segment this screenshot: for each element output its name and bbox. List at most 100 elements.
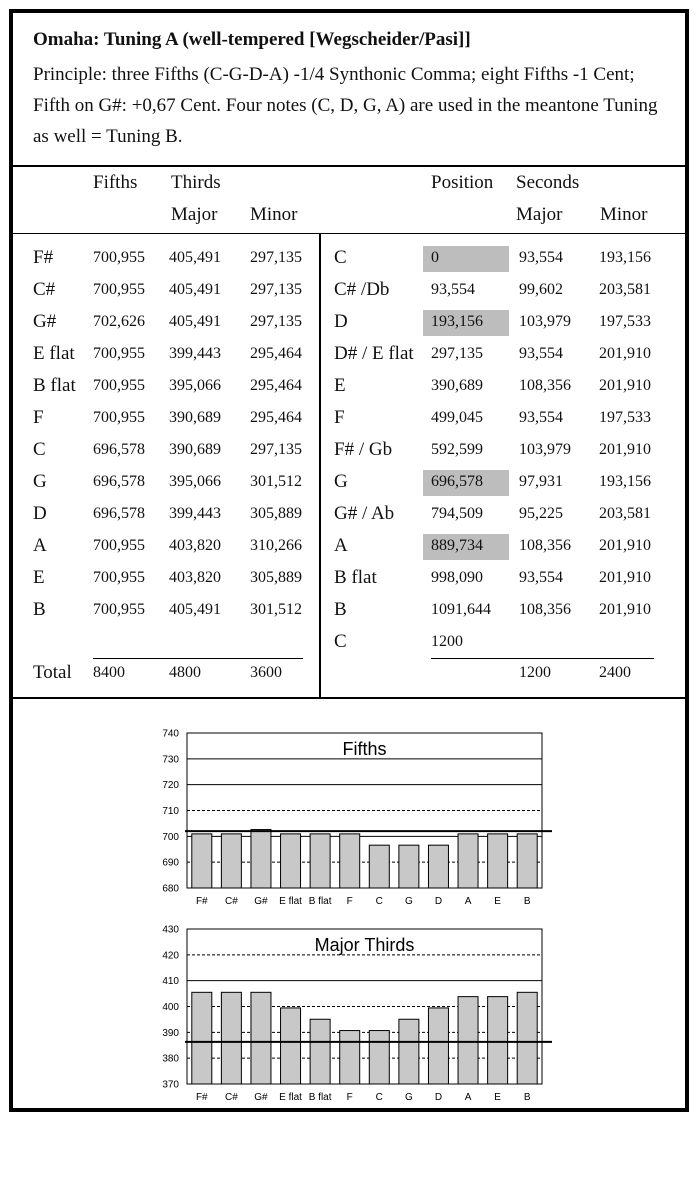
right-row-major-second: 97,931: [519, 473, 563, 490]
document-description: Principle: three Fifths (C-G-D-A) -1/4 S…: [33, 64, 658, 147]
x-tick-label: C: [376, 896, 383, 907]
header-section: Omaha: Tuning A (well-tempered [Wegschei…: [13, 13, 685, 167]
x-tick-label: C: [376, 1092, 383, 1103]
x-tick-label: G#: [254, 1092, 268, 1103]
chart-title: Major Thirds: [315, 935, 415, 955]
left-row-note: B flat: [33, 375, 76, 396]
y-tick-label: 390: [162, 1028, 179, 1039]
left-row-note: G: [33, 471, 47, 492]
left-row-fifth: 700,955: [93, 409, 145, 426]
col-header-major-thirds: Major: [171, 204, 218, 225]
left-row-major-third: 399,443: [169, 505, 221, 522]
y-tick-label: 710: [162, 806, 179, 817]
x-tick-label: B: [524, 896, 531, 907]
left-row-fifth: 700,955: [93, 249, 145, 266]
left-row-fifth: 700,955: [93, 537, 145, 554]
right-row-note: B: [334, 599, 347, 620]
right-row-position: 696,578: [431, 473, 483, 490]
bar: [398, 1018, 420, 1085]
chart-title: Fifths: [342, 739, 386, 759]
right-row-major-second: 93,554: [519, 409, 563, 426]
left-row-major-third: 405,491: [169, 249, 221, 266]
x-tick-label: G#: [254, 896, 268, 907]
y-tick-label: 730: [162, 754, 179, 765]
x-tick-label: E flat: [279, 1092, 302, 1103]
bar: [516, 833, 538, 889]
bar: [339, 833, 361, 889]
x-tick-label: E: [494, 1092, 501, 1103]
bar: [280, 1007, 302, 1085]
x-tick-label: A: [465, 896, 472, 907]
document-frame: Omaha: Tuning A (well-tempered [Wegschei…: [9, 9, 689, 1112]
x-tick-label: F: [347, 1092, 353, 1103]
left-row-note: E flat: [33, 343, 75, 364]
left-row-minor-third: 301,512: [250, 473, 302, 490]
right-row-minor-second: 193,156: [599, 249, 651, 266]
right-row-position: 297,135: [431, 345, 483, 362]
left-row-major-third: 403,820: [169, 569, 221, 586]
right-row-major-second: 93,554: [519, 345, 563, 362]
right-row-position: 889,734: [431, 537, 483, 554]
right-row-major-second: 93,554: [519, 569, 563, 586]
right-row-minor-second: 203,581: [599, 281, 651, 298]
bar: [220, 991, 242, 1085]
bar: [368, 844, 390, 889]
left-row-major-third: 405,491: [169, 281, 221, 298]
position-highlight: [423, 534, 509, 560]
left-row-note: C: [33, 439, 46, 460]
right-row-minor-second: 197,533: [599, 409, 651, 426]
col-header-seconds: Seconds: [516, 172, 580, 193]
position-highlight: [423, 246, 509, 272]
right-row-note: E: [334, 375, 346, 396]
left-row-minor-third: 305,889: [250, 569, 302, 586]
right-row-position: 1091,644: [431, 601, 491, 618]
right-row-position: 93,554: [431, 281, 475, 298]
right-row-note: B flat: [334, 567, 377, 588]
y-tick-label: 680: [162, 884, 179, 895]
right-row-major-second: 108,356: [519, 537, 571, 554]
right-row-position: 592,599: [431, 441, 483, 458]
right-row-minor-second: 203,581: [599, 505, 651, 522]
right-row-note: A: [334, 535, 348, 556]
right-row-position: 499,045: [431, 409, 483, 426]
y-tick-label: 720: [162, 780, 179, 791]
x-tick-label: F: [347, 896, 353, 907]
right-row-position: 1200: [431, 633, 463, 650]
x-tick-label: C#: [225, 896, 238, 907]
left-row-fifth: 700,955: [93, 569, 145, 586]
y-tick-label: 700: [162, 832, 179, 843]
bar: [191, 991, 213, 1085]
left-row-minor-third: 297,135: [250, 249, 302, 266]
bar: [250, 991, 272, 1085]
left-row-note: C#: [33, 279, 56, 300]
left-row-major-third: 399,443: [169, 345, 221, 362]
bar: [339, 1030, 361, 1085]
col-header-minor-thirds: Minor: [250, 204, 298, 225]
total-rule-left: [93, 658, 303, 659]
right-row-major-second: 93,554: [519, 249, 563, 266]
x-tick-label: D: [435, 896, 442, 907]
left-row-major-third: 390,689: [169, 441, 221, 458]
right-row-note: C: [334, 247, 347, 268]
left-row-fifth: 700,955: [93, 281, 145, 298]
bar: [487, 996, 509, 1085]
x-tick-label: F#: [196, 1092, 208, 1103]
right-row-minor-second: 201,910: [599, 377, 651, 394]
left-row-fifth: 702,626: [93, 313, 145, 330]
x-tick-label: B: [524, 1092, 531, 1103]
left-row-note: A: [33, 535, 47, 556]
left-row-note: F: [33, 407, 44, 428]
left-row-fifth: 700,955: [93, 377, 145, 394]
left-row-major-third: 395,066: [169, 377, 221, 394]
x-tick-label: B flat: [309, 896, 332, 907]
y-tick-label: 690: [162, 858, 179, 869]
col-header-fifths: Fifths: [93, 172, 138, 193]
left-row-major-third: 405,491: [169, 601, 221, 618]
total-major-thirds: 4800: [169, 664, 201, 681]
right-row-note: F# / Gb: [334, 439, 393, 460]
right-row-minor-second: 201,910: [599, 345, 651, 362]
bar: [398, 844, 420, 889]
right-row-major-second: 103,979: [519, 441, 571, 458]
